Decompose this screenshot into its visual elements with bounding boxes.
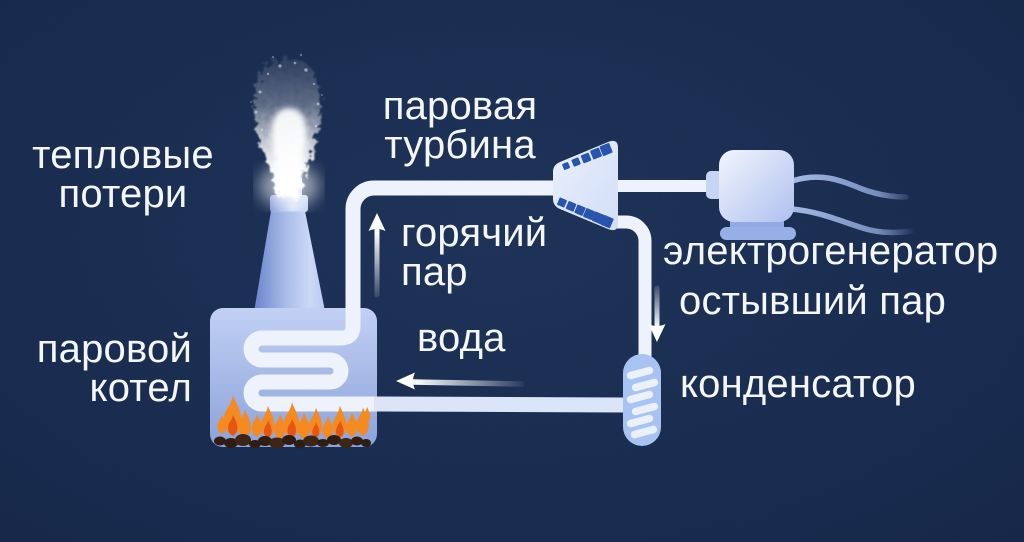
label-water: вода	[417, 316, 506, 360]
label-condenser: конденсатор	[680, 362, 916, 406]
label-heat-losses: тепловые потери	[32, 133, 214, 216]
label-generator: электрогенератор	[663, 229, 999, 273]
label-steam-turbine: паровая турбина	[382, 84, 538, 167]
label-cooled-steam: остывший пар	[679, 279, 947, 323]
label-boiler: паровой котел	[36, 327, 192, 410]
label-hot-steam: горячий пар	[401, 211, 548, 294]
